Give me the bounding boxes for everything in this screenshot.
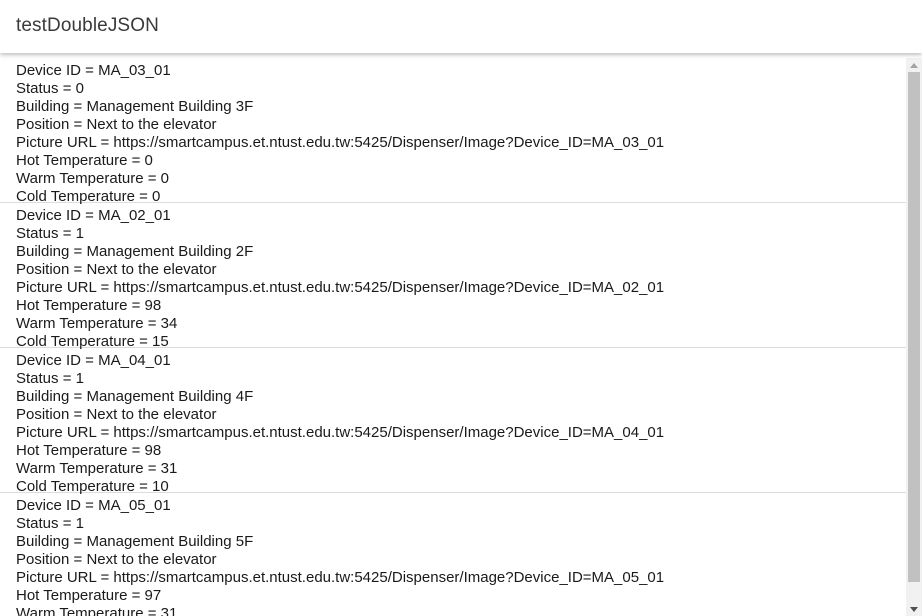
picture-url-text: Picture URL = https://smartcampus.et.ntu… [16,134,665,151]
status-text: Status = 1 [16,370,84,387]
list-item[interactable]: Device ID = MA_04_01 Status = 1 Building… [0,348,906,495]
device-id-text: Device ID = MA_04_01 [16,352,171,369]
scroll-up-button[interactable] [906,58,922,72]
hot-temperature-text: Hot Temperature = 98 [16,297,162,314]
triangle-up-icon [910,62,918,68]
list-item[interactable]: Device ID = MA_03_01 Status = 0 Building… [0,58,906,205]
app-title: testDoubleJSON [16,15,159,36]
position-text: Position = Next to the elevator [16,261,217,278]
status-text: Status = 0 [16,80,84,97]
device-list[interactable]: Device ID = MA_03_01 Status = 0 Building… [0,58,906,616]
device-id-text: Device ID = MA_05_01 [16,497,171,514]
scrollbar-thumb[interactable] [908,72,920,582]
hot-temperature-text: Hot Temperature = 97 [16,587,162,604]
building-text: Building = Management Building 4F [16,388,254,405]
position-text: Position = Next to the elevator [16,406,217,423]
app-bar: testDoubleJSON [0,0,922,53]
building-text: Building = Management Building 5F [16,533,254,550]
warm-temperature-text: Warm Temperature = 0 [16,170,169,187]
building-text: Building = Management Building 2F [16,243,254,260]
scroll-down-button[interactable] [906,602,922,616]
cold-temperature-text: Cold Temperature = 10 [16,478,169,495]
warm-temperature-text: Warm Temperature = 31 [16,605,178,616]
list-item[interactable]: Device ID = MA_02_01 Status = 1 Building… [0,203,906,350]
status-text: Status = 1 [16,515,84,532]
hot-temperature-text: Hot Temperature = 98 [16,442,162,459]
triangle-down-icon [910,606,918,612]
vertical-scrollbar[interactable] [906,58,922,616]
hot-temperature-text: Hot Temperature = 0 [16,152,153,169]
cold-temperature-text: Cold Temperature = 15 [16,333,169,350]
list-item[interactable]: Device ID = MA_05_01 Status = 1 Building… [0,493,906,616]
picture-url-text: Picture URL = https://smartcampus.et.ntu… [16,424,665,441]
warm-temperature-text: Warm Temperature = 34 [16,315,178,332]
warm-temperature-text: Warm Temperature = 31 [16,460,178,477]
device-id-text: Device ID = MA_03_01 [16,62,171,79]
picture-url-text: Picture URL = https://smartcampus.et.ntu… [16,279,665,296]
cold-temperature-text: Cold Temperature = 0 [16,188,161,205]
device-id-text: Device ID = MA_02_01 [16,207,171,224]
status-text: Status = 1 [16,225,84,242]
position-text: Position = Next to the elevator [16,551,217,568]
position-text: Position = Next to the elevator [16,116,217,133]
picture-url-text: Picture URL = https://smartcampus.et.ntu… [16,569,665,586]
building-text: Building = Management Building 3F [16,98,254,115]
